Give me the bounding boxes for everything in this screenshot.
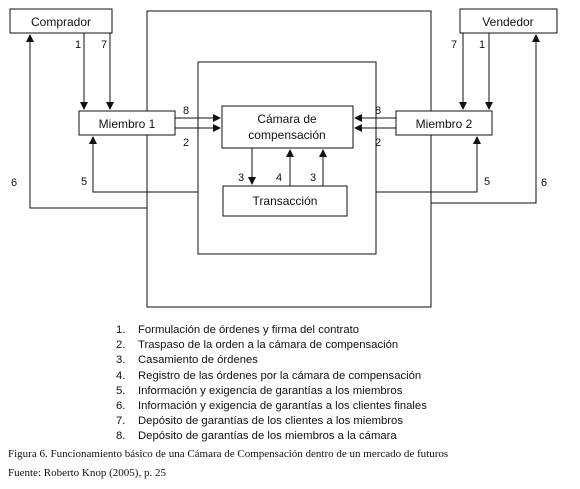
- arrow-label-right-8: 8: [375, 105, 381, 117]
- legend-list: 1. Formulación de órdenes y firma del con…: [116, 323, 427, 445]
- arrow-label-left-6: 6: [11, 177, 17, 189]
- camara-box: [221, 105, 354, 149]
- legend-item-3: 3. Casamiento de órdenes: [116, 353, 427, 368]
- vendedor-box: [459, 8, 558, 34]
- arrow-label-right-6: 6: [541, 177, 547, 189]
- arrow-6-to-comprador: [26, 34, 147, 209]
- miembro-1-label: Miembro 1: [99, 117, 156, 131]
- legend-item-1: 1. Formulación de órdenes y firma del con…: [116, 323, 427, 338]
- legend-text: Depósito de garantías de los clientes a …: [138, 415, 403, 428]
- arrow-label-right-5: 5: [484, 176, 490, 188]
- legend-num: 5.: [116, 384, 126, 397]
- legend-num: 3.: [116, 354, 126, 367]
- legend-text: Información y exigencia de garantías a l…: [138, 400, 427, 413]
- legend-num: 8.: [116, 430, 126, 443]
- figure-source: Fuente: Roberto Knop (2005), p. 25: [8, 467, 166, 479]
- legend-item-4: 4. Registro de las órdenes por la cámara …: [116, 369, 427, 384]
- legend-text: Casamiento de órdenes: [138, 354, 258, 367]
- legend-text: Registro de las órdenes por la cámara de…: [138, 369, 422, 382]
- arrow-label-right-1: 1: [479, 39, 485, 51]
- legend-item-5: 5. Información y exigencia de garantías a…: [116, 384, 427, 399]
- arrow-label-left-1: 1: [75, 39, 81, 51]
- comprador-label: Comprador: [31, 15, 91, 29]
- arrow-label-left-8: 8: [183, 105, 189, 117]
- arrow-label-left-5: 5: [81, 176, 87, 188]
- arrow-label-mid-3b: 3: [310, 172, 316, 184]
- vendedor-label: Vendedor: [482, 15, 533, 29]
- legend-text: Formulación de órdenes y firma del contr…: [138, 324, 360, 336]
- comprador-box: [9, 8, 113, 34]
- legend-text: Información y exigencia de garantías a l…: [138, 384, 403, 397]
- legend-text: Traspaso de la orden a la cámara de comp…: [138, 339, 399, 352]
- legend-num: 1.: [116, 324, 126, 336]
- figure-caption: Figura 6. Funcionamiento básico de una C…: [8, 448, 449, 460]
- inner-clearing-frame: [197, 61, 377, 255]
- legend-num: 7.: [116, 415, 126, 428]
- miembro-1-box: [78, 110, 176, 136]
- transaccion-box: [222, 185, 348, 217]
- miembro-2-box: [395, 110, 493, 136]
- arrow-label-right-7: 7: [451, 39, 457, 51]
- arrow-6-to-vendedor: [431, 34, 540, 204]
- legend-text: Depósito de garantías de los miembros a …: [138, 430, 397, 443]
- arrow-label-right-2: 2: [375, 137, 381, 149]
- legend-item-2: 2. Traspaso de la orden a la cámara de co…: [116, 338, 427, 353]
- legend-item-8: 8. Depósito de garantías de los miembros …: [116, 429, 427, 444]
- arrow-label-mid-4: 4: [276, 172, 282, 184]
- camara-label-line2: compensación: [248, 128, 325, 142]
- transaccion-label: Transacción: [253, 194, 318, 208]
- arrow-5-to-miembro2: [376, 136, 481, 193]
- legend-num: 2.: [116, 339, 126, 352]
- legend-item-7: 7. Depósito de garantías de los clientes …: [116, 414, 427, 429]
- legend-num: 4.: [116, 369, 126, 382]
- arrow-label-left-2: 2: [183, 137, 189, 149]
- outer-market-frame: [146, 10, 432, 308]
- arrow-label-left-7: 7: [101, 39, 107, 51]
- legend-num: 6.: [116, 400, 126, 413]
- camara-label-line1: Cámara de: [257, 112, 317, 126]
- arrow-5-to-miembro1: [89, 136, 198, 193]
- arrow-label-mid-3a: 3: [238, 172, 244, 184]
- miembro-2-label: Miembro 2: [416, 117, 473, 131]
- legend-item-6: 6. Información y exigencia de garantías a…: [116, 399, 427, 414]
